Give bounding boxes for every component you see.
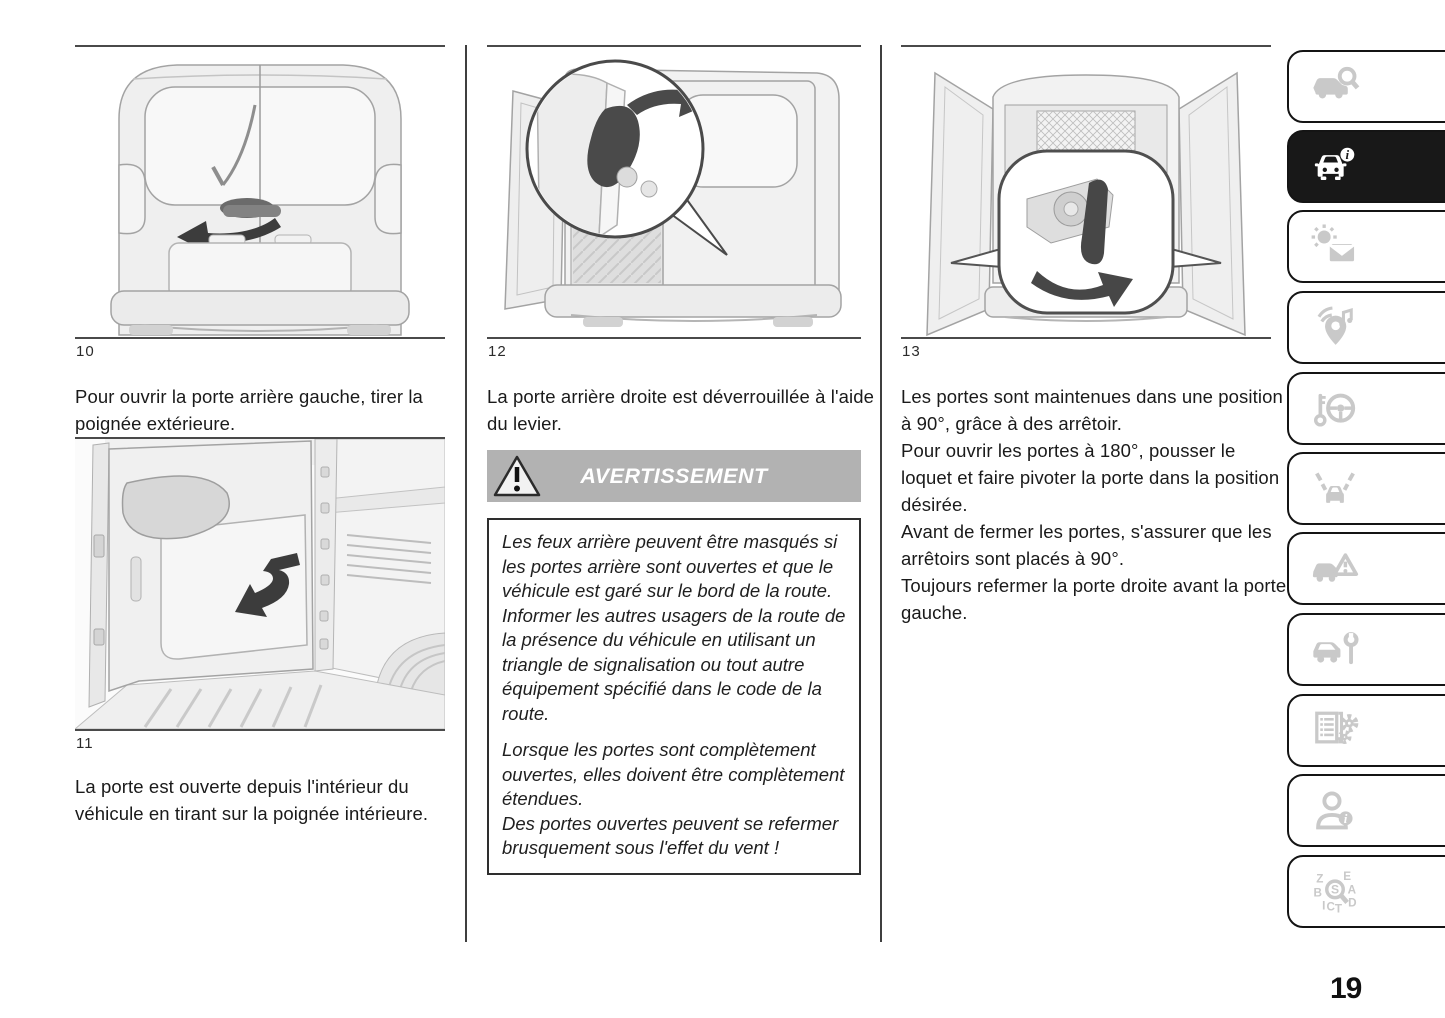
sentence-3: Avant de fermer les portes, s'assurer qu… (901, 521, 1272, 569)
sidebar-tab-technical-data[interactable] (1287, 694, 1445, 767)
person-info-icon: i (1316, 791, 1353, 829)
figure-11-caption: 11 (76, 735, 94, 752)
car-lane-icon (1315, 471, 1355, 503)
warning-light-envelope-icon (1311, 223, 1355, 261)
svg-text:C: C (1326, 900, 1335, 913)
sidebar-tab-starting-driving[interactable] (1287, 372, 1445, 445)
figure-13-image-doors-open-inset (901, 47, 1271, 337)
sidebar-tab-vehicle-overview[interactable] (1287, 50, 1445, 123)
svg-text:D: D (1348, 896, 1356, 909)
column-divider (880, 45, 882, 942)
paragraph-right-door-lever: La porte arrière droite est déverrouillé… (487, 386, 874, 434)
paragraph-open-from-inside: La porte est ouverte depuis l'intérieur … (75, 776, 429, 824)
sidebar-tab-in-emergency[interactable] (1287, 532, 1445, 605)
warning-triangle-icon (493, 455, 541, 497)
sidebar-tab-servicing-maintenance[interactable] (1287, 613, 1445, 686)
svg-text:i: i (1344, 811, 1348, 826)
figure-11 (75, 437, 445, 731)
left-open-door (926, 71, 994, 337)
warning-paragraph-2: Lorsque les portes sont complètement ouv… (502, 738, 851, 861)
sidebar-tab-driving[interactable] (1287, 452, 1445, 525)
figure-10-caption: 10 (76, 343, 95, 360)
figure-12-caption: 12 (488, 343, 507, 360)
sidebar-tab-customer-information[interactable]: i (1287, 774, 1445, 847)
figure-11-image-door-interior (75, 439, 445, 729)
figure-13 (901, 45, 1271, 339)
column-right: 13 Les portes sont maintenues dans une p… (901, 45, 1286, 626)
svg-text:Z: Z (1316, 872, 1323, 885)
paragraph-door-stops: Les portes sont maintenues dans une posi… (901, 383, 1287, 626)
svg-text:E: E (1343, 869, 1351, 882)
warning-paragraph-1: Les feux arrière peuvent être masqués si… (502, 531, 846, 724)
navigation-music-icon (1317, 305, 1353, 345)
svg-text:A: A (1348, 883, 1357, 896)
pivot-direction-arrow (1031, 271, 1133, 307)
warning-banner: AVERTISSEMENT (487, 450, 861, 502)
svg-text:i: i (1346, 147, 1350, 162)
warning-line-a: Lorsque les portes sont complètement ouv… (502, 739, 845, 809)
svg-text:T: T (1335, 902, 1343, 915)
svg-text:S: S (1331, 882, 1339, 896)
paragraph-open-left-door: Pour ouvrir la porte arrière gauche, tir… (75, 386, 423, 434)
car-magnifier-icon (1313, 66, 1360, 98)
car-warning-triangle-icon (1312, 552, 1359, 582)
figure-13-caption: 13 (902, 343, 921, 360)
open-direction-arrow (235, 553, 300, 617)
figure-10-image-van-rear-closed (75, 47, 445, 337)
sidebar-tab-knowing-the-vehicle[interactable]: i (1287, 130, 1445, 203)
svg-text:I: I (1322, 899, 1325, 912)
warning-box: Les feux arrière peuvent être masqués si… (487, 518, 861, 875)
sentence-4: Toujours refermer la porte droite avant … (901, 575, 1287, 623)
key-steering-wheel-icon (1313, 393, 1356, 427)
check-strap-lever (1080, 179, 1108, 265)
column-left: 10 Pour ouvrir la porte arrière gauche, … (75, 45, 445, 827)
sentence-2: Pour ouvrir les portes à 180°, pousser l… (901, 440, 1280, 515)
specs-gears-icon (1315, 711, 1359, 744)
car-info-icon: i (1314, 147, 1355, 180)
column-divider (465, 45, 467, 942)
warning-title: AVERTISSEMENT (580, 463, 768, 488)
sidebar-tab-warning-lights-messages[interactable] (1287, 210, 1445, 283)
warning-line-b: Des portes ouvertes peuvent se refermer … (502, 812, 839, 859)
figure-10 (75, 45, 445, 339)
column-middle: 12 La porte arrière droite est déverroui… (487, 45, 874, 875)
figure-12-image-lever-inset (487, 47, 861, 337)
sidebar-tab-multimedia-navigation[interactable] (1287, 291, 1445, 364)
svg-text:B: B (1313, 886, 1321, 899)
car-wrench-icon (1313, 631, 1359, 664)
page-number: 19 (1330, 972, 1362, 1005)
sentence-1: Les portes sont maintenues dans une posi… (901, 386, 1283, 434)
right-open-door (1178, 71, 1246, 337)
figure-12 (487, 45, 861, 339)
